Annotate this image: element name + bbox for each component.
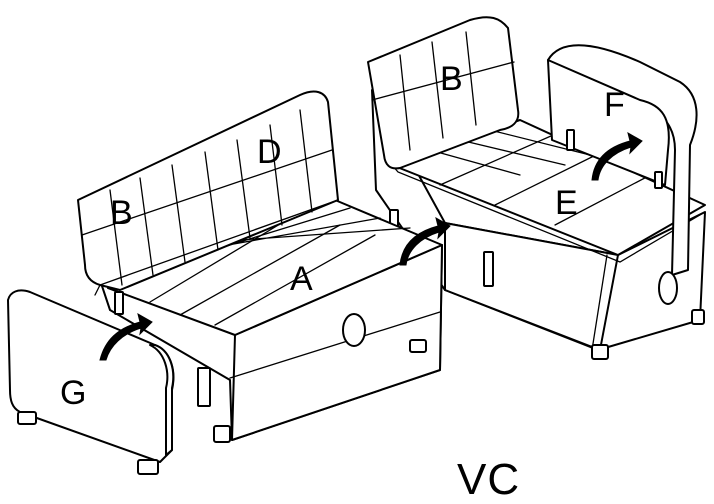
right-sofa-module [367,16,706,360]
part-label-b-left: B [110,194,133,232]
part-label-f: F [604,86,625,124]
assembly-illustration [7,16,706,475]
arm-panel-g [7,289,175,475]
part-label-g: G [60,374,87,412]
part-label-b-right: B [440,60,463,98]
strap-loop-icon [342,313,366,347]
curved-arrow-icon [591,131,643,181]
left-sofa-module [77,90,443,443]
part-label-a: A [290,260,313,298]
strap-loop-icon [658,271,678,305]
curved-arrow-icon [399,216,451,266]
part-label-d: D [257,133,282,171]
curved-arrow-icon [99,312,153,361]
model-code: VC [457,455,521,504]
part-label-e: E [555,184,578,222]
